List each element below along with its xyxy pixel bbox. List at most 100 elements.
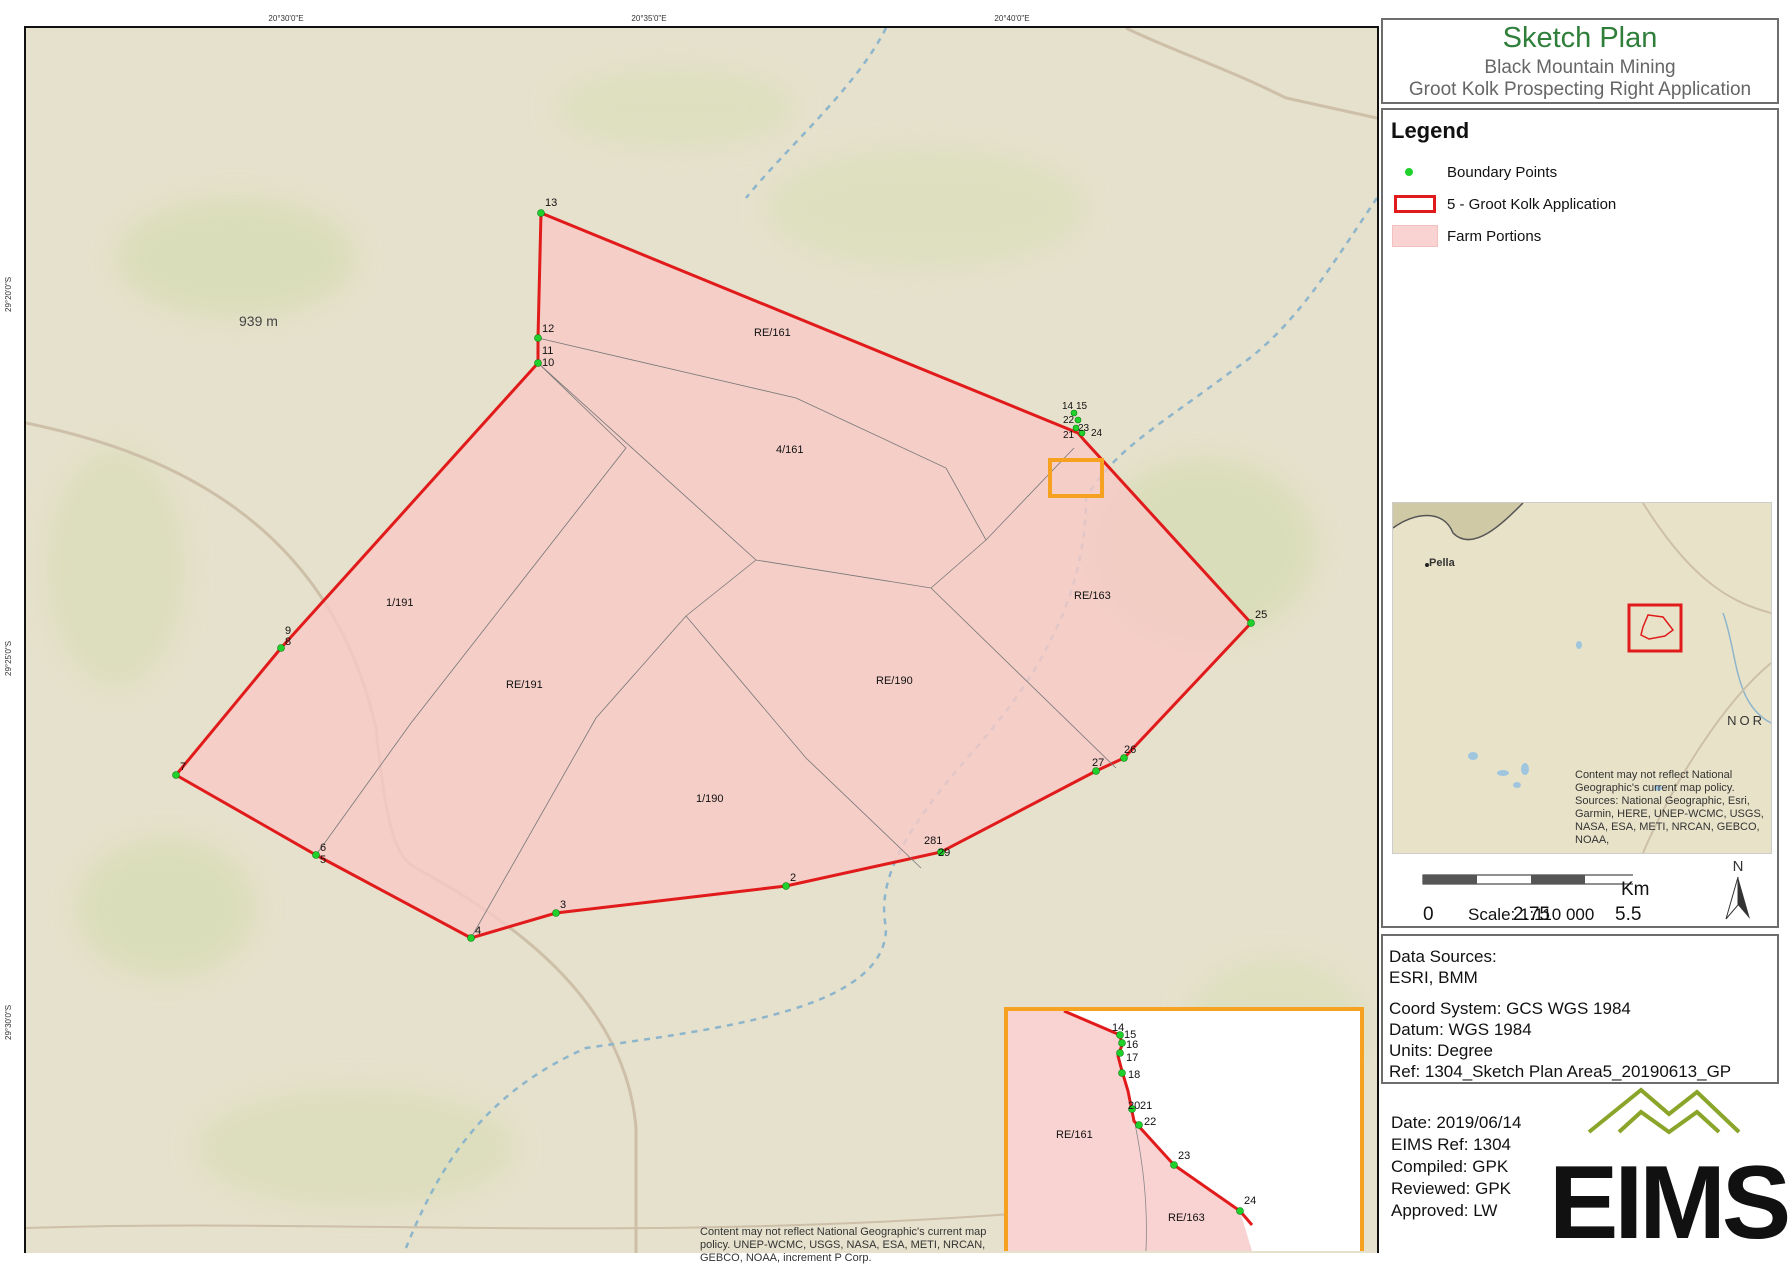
compiled-by: Compiled: GPK [1391, 1157, 1509, 1176]
boundary-point[interactable] [467, 934, 475, 942]
boundary-point[interactable] [534, 334, 542, 342]
outline-symbol-icon [1394, 195, 1436, 213]
point-label: 13 [545, 197, 557, 209]
boundary-point[interactable] [534, 359, 542, 367]
farm-label: 4/161 [776, 444, 804, 456]
point-label: 5 [320, 854, 326, 866]
point-label: 15 [1076, 401, 1088, 412]
north-arrow-icon: N [1723, 858, 1753, 920]
inset-point-label: 17 [1126, 1052, 1138, 1064]
inset-point-label: 21 [1140, 1100, 1152, 1112]
map-title: Sketch Plan [1502, 22, 1658, 54]
units: Units: Degree [1389, 1041, 1493, 1060]
inset-point-label: 24 [1244, 1195, 1256, 1207]
data-sources-value: ESRI, BMM [1389, 968, 1478, 987]
overview-credit: Content may not reflect National Geograp… [1575, 769, 1764, 846]
data-sources-label: Data Sources: [1389, 947, 1497, 966]
farm-label: 1/191 [386, 597, 414, 609]
scale-text: Scale: 1:110 000 [1468, 905, 1595, 924]
overview-partial-label: NOR [1727, 713, 1765, 728]
scale-bar-graphic [1422, 874, 1642, 885]
boundary-point[interactable] [537, 209, 545, 217]
inset-point-label: 20 [1128, 1100, 1140, 1112]
legend-title: Legend [1391, 118, 1470, 143]
point-label: 23 [1078, 423, 1090, 434]
map-credit: Content may not reflect National Geograp… [700, 1226, 987, 1264]
point-label: 21 [1063, 430, 1075, 441]
boundary-point[interactable] [1078, 429, 1086, 437]
coord-top-label: 20°40'0"E [994, 14, 1030, 23]
detail-inset-map[interactable]: 14 15 16 17 18 20 21 22 23 24 RE/161 RE/… [1004, 1007, 1364, 1251]
scale-tick: 2.75 [1513, 904, 1550, 925]
boundary-point[interactable] [1070, 409, 1078, 417]
boundary-point[interactable] [172, 771, 180, 779]
point-label: 2 [790, 872, 796, 884]
map-subtitle-project: Groot Kolk Prospecting Right Application [1408, 79, 1752, 100]
main-map[interactable]: RE/161 4/161 1/191 RE/191 RE/190 RE/163 … [24, 26, 1379, 1253]
reviewed-by: Reviewed: GPK [1391, 1179, 1511, 1198]
mountain-logo-icon [1587, 1087, 1741, 1135]
coord-left-label: 29°20'0"S [4, 276, 13, 312]
fill-symbol-icon [1392, 225, 1438, 247]
boundary-point[interactable] [1120, 754, 1128, 762]
data-sources-box: Data Sources: ESRI, BMM Coord System: GC… [1381, 934, 1779, 1084]
boundary-point[interactable] [782, 882, 790, 890]
map-ref: Ref: 1304_Sketch Plan Area5_20190613_GP [1389, 1062, 1732, 1081]
approved-by: Approved: LW [1391, 1201, 1498, 1220]
inset-point-label: 14 [1112, 1022, 1124, 1034]
point-symbol-icon [1405, 168, 1413, 176]
boundary-point[interactable] [552, 909, 560, 917]
legend-item-farm-portions: Farm Portions [1391, 223, 1541, 249]
elevation-label: 939 m [239, 313, 278, 329]
point-label: 27 [1092, 757, 1104, 769]
inset-point-label: 18 [1128, 1069, 1140, 1081]
legend-item-application: 5 - Groot Kolk Application [1391, 191, 1616, 217]
main-map-svg: RE/161 4/161 1/191 RE/191 RE/190 RE/163 … [26, 28, 1377, 1253]
boundary-point[interactable] [1247, 619, 1255, 627]
point-label: 4 [475, 925, 481, 937]
boundary-point[interactable] [312, 851, 320, 859]
legend-item-label: Farm Portions [1447, 227, 1542, 245]
farm-label: RE/191 [506, 679, 543, 691]
legend-item-boundary-points: Boundary Points [1391, 159, 1557, 185]
scale-unit: Km [1621, 879, 1650, 900]
boundary-points [172, 209, 1255, 942]
farm-dividers [315, 337, 1117, 939]
legend-item-label: Boundary Points [1447, 163, 1558, 181]
point-label: 11 [542, 345, 553, 357]
boundary-point[interactable] [937, 848, 945, 856]
point-label: 22 [1063, 415, 1075, 426]
overview-map[interactable]: Pella NOR Content may not reflect Nation… [1392, 502, 1772, 854]
point-label: 26 [1124, 744, 1136, 756]
coord-top-label: 20°30'0"E [268, 14, 304, 23]
inset-point-label: 23 [1178, 1150, 1190, 1162]
inset-svg: 14 15 16 17 18 20 21 22 23 24 RE/161 RE/… [1008, 1011, 1256, 1251]
boundary-point[interactable] [1074, 416, 1082, 424]
point-label: 281 [924, 835, 942, 847]
boundary-point[interactable] [277, 644, 285, 652]
legend-item-label: 5 - Groot Kolk Application [1447, 195, 1617, 213]
inset-point-label: 16 [1126, 1039, 1138, 1051]
inset-farm-label: RE/163 [1168, 1212, 1205, 1224]
farm-label: RE/190 [876, 675, 913, 687]
farm-label: RE/163 [1074, 590, 1111, 602]
point-label: 14 [1062, 401, 1074, 412]
point-label: 29 [938, 847, 950, 859]
point-label: 9 [285, 625, 291, 637]
point-label: 8 [285, 636, 291, 648]
detail-highlight-box [1048, 458, 1104, 498]
boundary-point[interactable] [1092, 767, 1100, 775]
datum: Datum: WGS 1984 [1389, 1020, 1532, 1039]
inset-farm-label: RE/161 [1056, 1129, 1093, 1141]
farm-label: 1/190 [696, 793, 724, 805]
coord-system: Coord System: GCS WGS 1984 [1389, 999, 1631, 1018]
inset-point-label: 22 [1144, 1116, 1156, 1128]
point-label: 3 [560, 899, 566, 911]
inset-point-label: 15 [1124, 1029, 1136, 1041]
boundary-point[interactable] [1072, 424, 1080, 432]
scale-bar: Km 0 2.75 5.5 [1403, 872, 1703, 932]
application-polygon[interactable] [173, 210, 1254, 940]
point-label: 7 [180, 761, 186, 773]
point-label: 10 [542, 357, 554, 369]
overview-place-label: Pella [1429, 557, 1455, 569]
